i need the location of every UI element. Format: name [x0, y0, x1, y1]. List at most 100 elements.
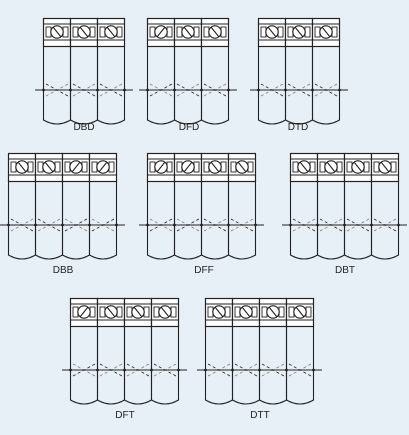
contact-angle-line [321, 26, 331, 38]
axis-marker [200, 88, 203, 92]
contact-angle-line [295, 306, 305, 318]
axis-marker [200, 223, 203, 227]
axis-marker [69, 368, 72, 372]
axis-marker [397, 223, 400, 227]
bearing-body [200, 46, 230, 125]
bearing-body [88, 181, 118, 260]
bearing-2 [231, 297, 261, 405]
contact-angle-line [267, 26, 277, 38]
contact-angle-line [299, 161, 309, 173]
contact-angle-line [183, 26, 193, 38]
bearing-1 [289, 152, 319, 260]
axis-marker [289, 223, 292, 227]
axis-marker [370, 223, 373, 227]
bearing-3 [258, 297, 288, 405]
axis-marker [34, 223, 37, 227]
bearing-3 [200, 17, 230, 125]
contact-angle-line [133, 306, 143, 318]
axis-marker [61, 223, 64, 227]
bearing-3 [96, 17, 126, 125]
bearing-3 [311, 17, 341, 125]
axis-marker [227, 88, 230, 92]
bearing-1 [146, 152, 176, 260]
bearing-body [370, 181, 400, 260]
bearing-1 [146, 17, 176, 125]
bearing-3 [123, 297, 153, 405]
contact-angle-line [79, 26, 89, 38]
arrangement-dft [62, 297, 187, 405]
contact-angle-line [380, 161, 390, 173]
bearing-body [150, 326, 180, 405]
contact-angle-line [237, 161, 247, 173]
axis-marker [123, 88, 126, 92]
axis-marker [284, 88, 287, 92]
axis-marker [146, 88, 149, 92]
contact-angle-line [210, 26, 220, 38]
contact-angle-line [156, 161, 166, 173]
contact-angle-line [52, 26, 62, 38]
bearing-4 [370, 152, 400, 260]
bearing-3 [61, 152, 91, 260]
axis-marker [254, 223, 257, 227]
bearing-body [311, 46, 341, 125]
arrangement-dtd [250, 17, 348, 125]
contact-angle-line [156, 26, 166, 38]
axis-marker [42, 88, 45, 92]
axis-marker [150, 368, 153, 372]
axis-marker [96, 88, 99, 92]
axis-marker [312, 368, 315, 372]
contact-angle-line [353, 161, 363, 173]
contact-angle-line [268, 306, 278, 318]
label-dtd: DTD [287, 122, 309, 133]
arrangement-dbt [282, 152, 407, 260]
contact-angle-line [210, 161, 220, 173]
contact-angle-line [98, 161, 108, 173]
bearing-body [227, 181, 257, 260]
bearing-4 [150, 297, 180, 405]
contact-angle-line [106, 306, 116, 318]
contact-angle-line [326, 161, 336, 173]
contact-angle-line [106, 26, 116, 38]
bearing-body [285, 326, 315, 405]
axis-marker [88, 223, 91, 227]
label-dbd: DBD [73, 122, 95, 133]
bearing-3 [343, 152, 373, 260]
bearing-2 [173, 17, 203, 125]
arrangement-dbd [35, 17, 133, 125]
axis-marker [227, 223, 230, 227]
axis-marker [69, 88, 72, 92]
label-dbb: DBB [52, 265, 74, 276]
bearing-2 [69, 17, 99, 125]
arrangement-dbb [0, 152, 125, 260]
bearing-2 [34, 152, 64, 260]
bearing-4 [285, 297, 315, 405]
label-dfd: DFD [178, 122, 200, 133]
bearing-1 [42, 17, 72, 125]
contact-angle-line [44, 161, 54, 173]
label-dft: DFT [115, 410, 135, 421]
axis-marker [316, 223, 319, 227]
contact-angle-line [160, 306, 170, 318]
axis-marker [177, 368, 180, 372]
bearing-4 [88, 152, 118, 260]
axis-marker [285, 368, 288, 372]
bearing-1 [69, 297, 99, 405]
axis-marker [258, 368, 261, 372]
arrangement-dff [139, 152, 264, 260]
axis-marker [123, 368, 126, 372]
bearing-body [96, 46, 126, 125]
axis-marker [146, 223, 149, 227]
axis-marker [115, 223, 118, 227]
arrangement-dtt [197, 297, 322, 405]
bearing-2 [284, 17, 314, 125]
bearing-1 [7, 152, 37, 260]
contact-angle-line [17, 161, 27, 173]
label-dbt: DBT [335, 265, 355, 276]
bearing-2 [316, 152, 346, 260]
bearing-2 [96, 297, 126, 405]
contact-angle-line [294, 26, 304, 38]
bearing-2 [173, 152, 203, 260]
arrangement-dfd [139, 17, 237, 125]
contact-angle-line [79, 306, 89, 318]
